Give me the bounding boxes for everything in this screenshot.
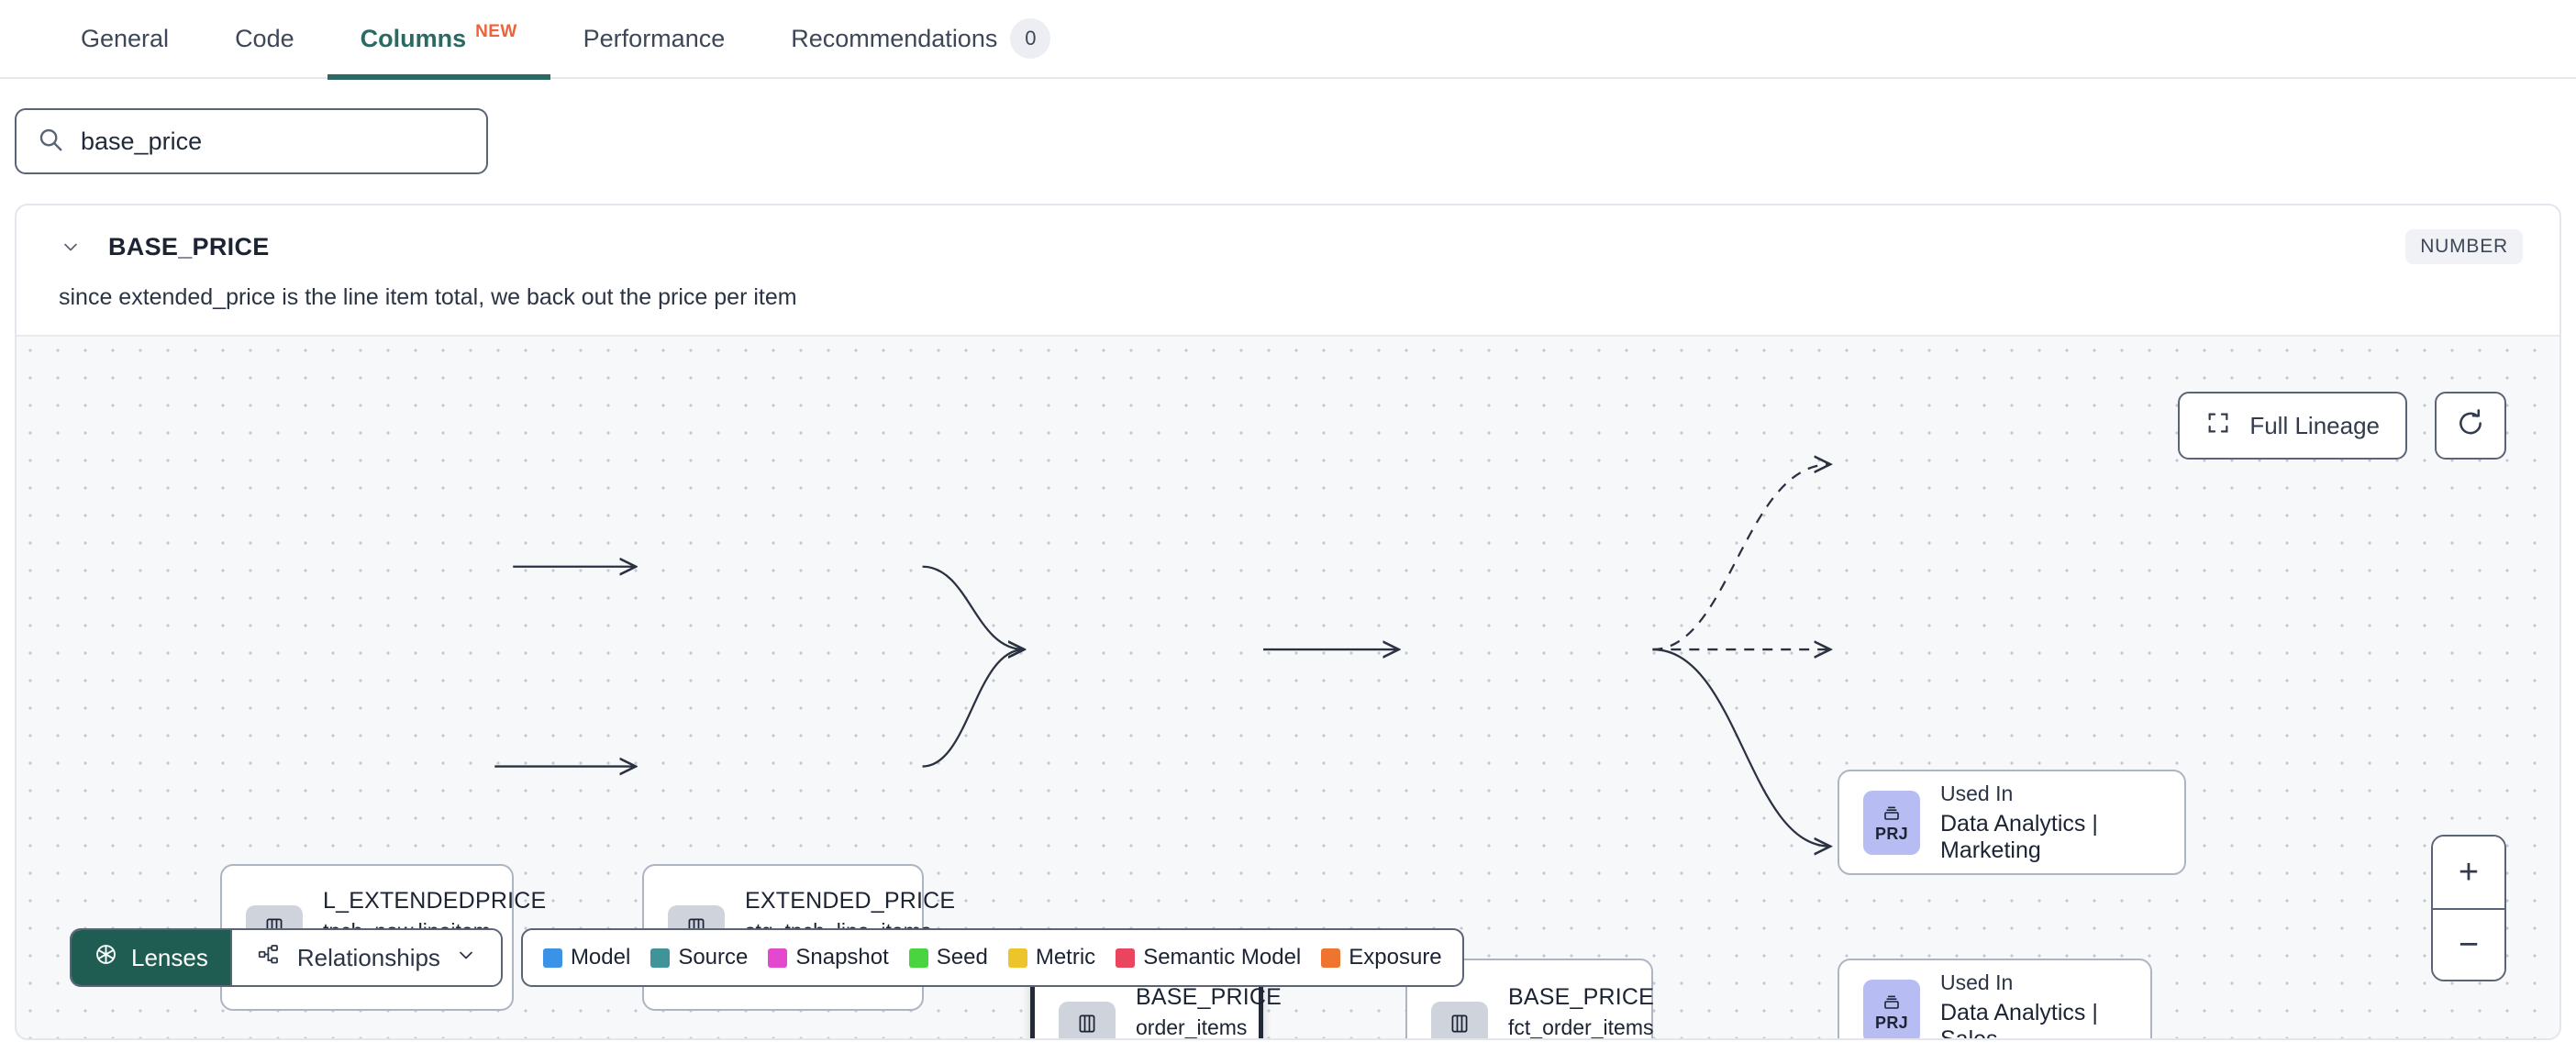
column-header: BASE_PRICE NUMBER — [17, 205, 2559, 264]
full-lineage-button[interactable]: Full Lineage — [2178, 392, 2407, 460]
node-title: BASE_PRICE — [1136, 983, 1282, 1010]
legend-item: Source — [650, 945, 748, 970]
refresh-button[interactable] — [2435, 392, 2506, 460]
tab-columns[interactable]: Columns NEW — [327, 0, 550, 80]
tab-label: Performance — [583, 24, 726, 52]
legend-item: Exposure — [1321, 945, 1442, 970]
legend-item: Metric — [1007, 945, 1096, 970]
tab-code[interactable]: Code — [202, 0, 328, 78]
column-icon-label: COL — [1442, 1036, 1478, 1039]
tab-label: Columns — [360, 24, 467, 52]
legend-label: Metric — [1035, 945, 1096, 970]
column-icon: COL — [1431, 1001, 1488, 1039]
tab-bar: General Code Columns NEW Performance Rec… — [0, 0, 2576, 80]
node-body: BASE_PRICE fct_order_items MODEL — [1508, 984, 1654, 1039]
expand-frame-icon — [2205, 410, 2231, 442]
zoom-controls: + − — [2431, 835, 2506, 981]
lenses-label: Lenses — [131, 943, 208, 971]
lenses-relationships-group: Lenses Relationships — [70, 928, 503, 987]
legend-label: Snapshot — [795, 945, 889, 970]
full-lineage-label: Full Lineage — [2249, 411, 2380, 439]
node-subtitle: fct_order_items — [1508, 1014, 1654, 1039]
tab-performance[interactable]: Performance — [550, 0, 759, 78]
tab-new-badge: NEW — [475, 22, 517, 41]
column-type-badge: NUMBER — [2405, 229, 2523, 264]
legend-swatch — [542, 948, 562, 968]
graph-toolbar: Lenses Relationships — [70, 928, 1464, 987]
legend-label: Model — [570, 945, 631, 970]
legend-swatch — [1321, 948, 1341, 968]
lineage-node-project-sales[interactable]: PRJ Used In Data Analytics | Sales — [1838, 959, 2152, 1038]
column-card: BASE_PRICE NUMBER since extended_price i… — [15, 204, 2561, 1040]
search-input[interactable] — [81, 127, 466, 156]
legend-item: Semantic Model — [1116, 945, 1301, 970]
chevron-down-icon — [455, 944, 477, 972]
aperture-icon — [94, 942, 118, 973]
zoom-in-button[interactable]: + — [2433, 837, 2504, 908]
lenses-button[interactable]: Lenses — [72, 930, 230, 985]
project-box-icon: PRJ — [1863, 979, 1920, 1038]
relationships-icon — [256, 942, 283, 973]
project-used-in-label: Used In — [1940, 781, 2014, 805]
node-body: BASE_PRICE order_items MODEL — [1136, 984, 1282, 1039]
column-icon: COL — [1059, 1001, 1116, 1039]
legend-label: Exposure — [1349, 945, 1442, 970]
zoom-out-button[interactable]: − — [2433, 908, 2504, 980]
tab-label: Code — [235, 24, 294, 52]
node-title: EXTENDED_PRICE — [745, 888, 956, 914]
column-description: since extended_price is the line item to… — [59, 284, 797, 310]
legend-swatch — [1007, 948, 1027, 968]
node-type-legend: Model Source Snapshot Seed Metric — [520, 928, 1464, 987]
page-title: BASE_PRICE — [108, 232, 270, 260]
node-title: L_EXTENDEDPRICE — [323, 888, 547, 914]
lineage-node-project-marketing[interactable]: PRJ Used In Data Analytics | Marketing — [1838, 770, 2186, 875]
chevron-down-icon[interactable] — [59, 235, 83, 259]
project-used-in-label: Used In — [1940, 970, 2014, 994]
legend-label: Semantic Model — [1143, 945, 1302, 970]
node-body: Used In Data Analytics | Sales — [1940, 970, 2126, 1039]
search-row — [0, 79, 2576, 174]
tab-label: General — [81, 24, 170, 52]
node-subtitle: order_items — [1136, 1014, 1248, 1039]
legend-label: Source — [678, 945, 749, 970]
project-icon-label: PRJ — [1875, 824, 1908, 843]
search-box[interactable] — [15, 108, 488, 174]
legend-swatch — [908, 948, 928, 968]
project-box-icon: PRJ — [1863, 790, 1920, 855]
legend-swatch — [1116, 948, 1136, 968]
legend-swatch — [768, 948, 788, 968]
tab-label: Recommendations — [791, 24, 998, 52]
legend-label: Seed — [936, 945, 988, 970]
tab-general[interactable]: General — [48, 0, 202, 78]
project-name: Data Analytics | Sales — [1940, 999, 2098, 1039]
tab-recommendations[interactable]: Recommendations 0 — [758, 0, 1083, 78]
legend-swatch — [650, 948, 671, 968]
legend-item: Model — [542, 945, 631, 970]
search-icon — [37, 126, 64, 158]
project-name: Data Analytics | Marketing — [1940, 810, 2098, 863]
legend-item: Snapshot — [768, 945, 889, 970]
node-body: Used In Data Analytics | Marketing — [1940, 781, 2160, 864]
refresh-icon — [2456, 408, 2485, 443]
relationships-label: Relationships — [296, 943, 440, 971]
node-title: BASE_PRICE — [1508, 983, 1655, 1010]
tab-recommendations-count: 0 — [1010, 18, 1051, 59]
column-icon-label: COL — [1070, 1036, 1105, 1039]
relationships-dropdown[interactable]: Relationships — [229, 930, 501, 985]
legend-item: Seed — [908, 945, 988, 970]
project-icon-label: PRJ — [1875, 1013, 1908, 1032]
